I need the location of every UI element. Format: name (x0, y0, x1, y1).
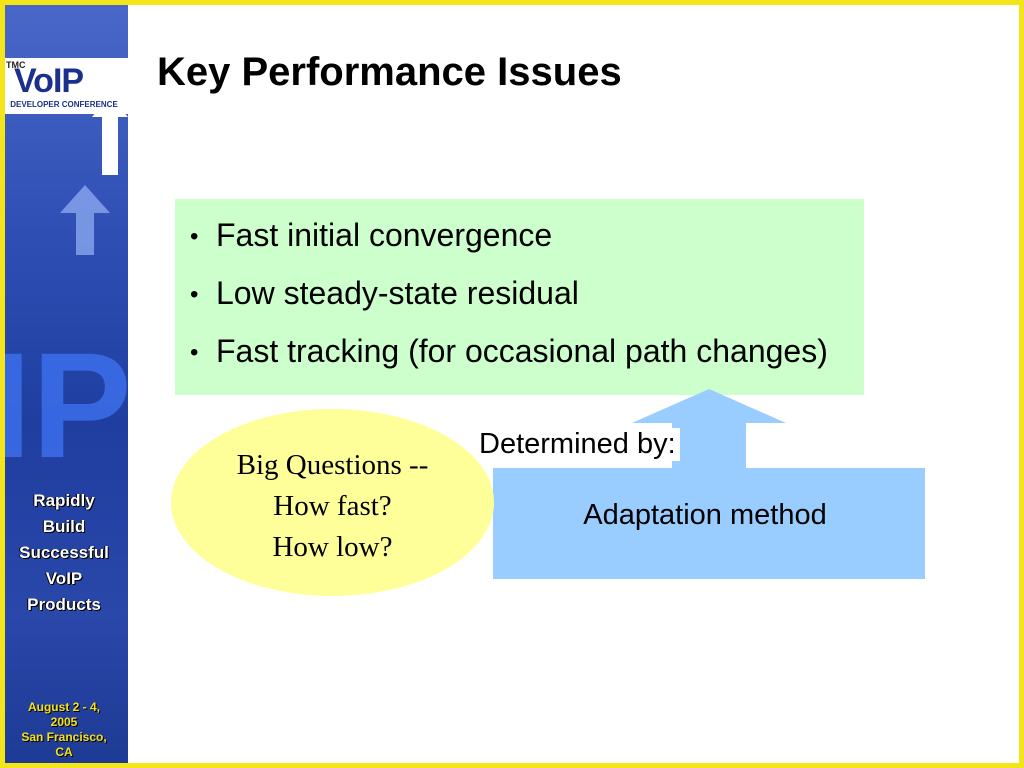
sidebar-ip-graphic: IP (0, 321, 128, 489)
bullet-dot: • (190, 281, 199, 308)
voip-logo: VoIP (14, 62, 84, 100)
adaptation-box (493, 468, 925, 579)
questions-ellipse (171, 409, 494, 596)
up-arrow-shape (632, 389, 786, 469)
bullet-dot: • (190, 223, 199, 250)
bullet-item: •Fast initial convergence (190, 207, 828, 265)
bullet-box (175, 199, 864, 395)
questions-text: Big Questions -- How fast? How low? (236, 449, 429, 563)
sidebar-tagline: Rapidly Build Successful VoIP Products (19, 491, 109, 614)
sidebar-dates: August 2 - 4, 2005 San Francisco, CA (21, 700, 107, 759)
determined-by-label: Determined by: (475, 428, 680, 461)
up-arrow-icon (60, 185, 110, 255)
sidebar-banner: IP TMC VoIP DEVELOPER CONFERENCE Rapidly… (0, 0, 128, 768)
bullet-list: •Fast initial convergence •Low steady-st… (190, 207, 828, 381)
adaptation-label: Adaptation method (583, 499, 827, 531)
bullet-dot: • (190, 339, 199, 366)
up-arrow-icon (92, 95, 128, 175)
bullet-item: •Fast tracking (for occasional path chan… (190, 323, 828, 381)
slide-title: Key Performance Issues (157, 50, 622, 94)
logo-tag: TMC (6, 60, 26, 70)
logo-band (0, 58, 128, 114)
bullet-item: •Low steady-state residual (190, 265, 828, 323)
logo-subtitle: DEVELOPER CONFERENCE (10, 100, 118, 109)
